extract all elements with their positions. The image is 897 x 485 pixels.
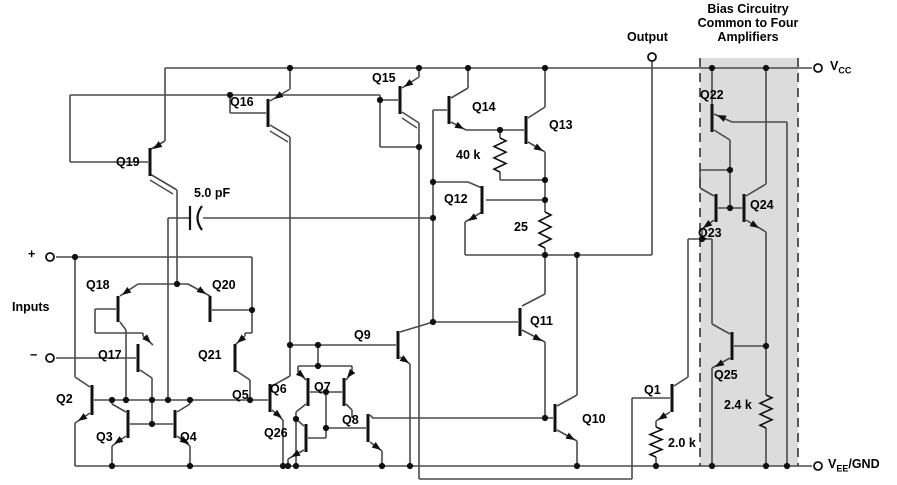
label-q23: Q23 bbox=[698, 226, 722, 240]
resistors bbox=[492, 137, 774, 458]
bias-note-line3: Amplifiers bbox=[717, 30, 779, 44]
label-q16: Q16 bbox=[230, 95, 254, 109]
label-q18: Q18 bbox=[86, 278, 110, 292]
label-q21: Q21 bbox=[198, 348, 222, 362]
minus-input-terminal bbox=[45, 353, 55, 363]
cap-value-label: 5.0 pF bbox=[194, 186, 231, 200]
label-q13: Q13 bbox=[549, 118, 573, 132]
vcc-label: VCC bbox=[830, 59, 852, 76]
label-q10: Q10 bbox=[582, 412, 606, 426]
label-q26: Q26 bbox=[264, 426, 288, 440]
plus-input-terminal bbox=[45, 252, 55, 262]
label-q9: Q9 bbox=[354, 328, 371, 342]
bias-region-note: Bias Circuitry Common to Four Amplifiers bbox=[683, 2, 813, 44]
label-q5: Q5 bbox=[232, 388, 249, 402]
bias-note-line1: Bias Circuitry bbox=[707, 2, 789, 16]
vee-terminal bbox=[813, 461, 823, 471]
output-label: Output bbox=[627, 30, 668, 44]
resistor-40k-label: 40 k bbox=[456, 148, 481, 162]
vcc-terminal bbox=[813, 63, 823, 73]
bias-region-shading bbox=[700, 58, 798, 466]
label-q20: Q20 bbox=[212, 278, 236, 292]
label-q8: Q8 bbox=[342, 413, 359, 427]
split-collector-lines bbox=[149, 117, 418, 195]
label-q25: Q25 bbox=[714, 368, 738, 382]
label-q22: Q22 bbox=[700, 88, 724, 102]
label-q12: Q12 bbox=[444, 192, 468, 206]
label-q3: Q3 bbox=[96, 430, 113, 444]
label-q2: Q2 bbox=[56, 392, 73, 406]
junction-dots bbox=[71, 64, 791, 470]
plus-label: + bbox=[28, 247, 36, 261]
inputs-label: Inputs bbox=[12, 300, 50, 314]
circuit-wires bbox=[56, 61, 812, 480]
label-q24: Q24 bbox=[750, 198, 774, 212]
resistor-25-label: 25 bbox=[514, 220, 528, 234]
label-q6: Q6 bbox=[270, 382, 287, 396]
label-q7: Q7 bbox=[314, 380, 331, 394]
transistor-bars bbox=[90, 86, 746, 452]
label-q19: Q19 bbox=[116, 155, 140, 169]
label-q14: Q14 bbox=[472, 100, 496, 114]
resistor-2k-label: 2.0 k bbox=[668, 436, 696, 450]
output-terminal bbox=[647, 52, 657, 62]
label-q1: Q1 bbox=[644, 383, 661, 397]
label-q11: Q11 bbox=[530, 314, 553, 328]
label-q17: Q17 bbox=[98, 348, 122, 362]
emitter-arrows bbox=[78, 79, 759, 457]
resistor-2k4-label: 2.4 k bbox=[724, 398, 752, 412]
bias-note-line2: Common to Four bbox=[697, 16, 799, 30]
label-q15: Q15 bbox=[372, 71, 396, 85]
compensation-capacitor bbox=[188, 205, 203, 231]
label-q4: Q4 bbox=[180, 430, 197, 444]
minus-label: − bbox=[30, 348, 38, 362]
vee-label: VEE/GND bbox=[828, 457, 880, 474]
